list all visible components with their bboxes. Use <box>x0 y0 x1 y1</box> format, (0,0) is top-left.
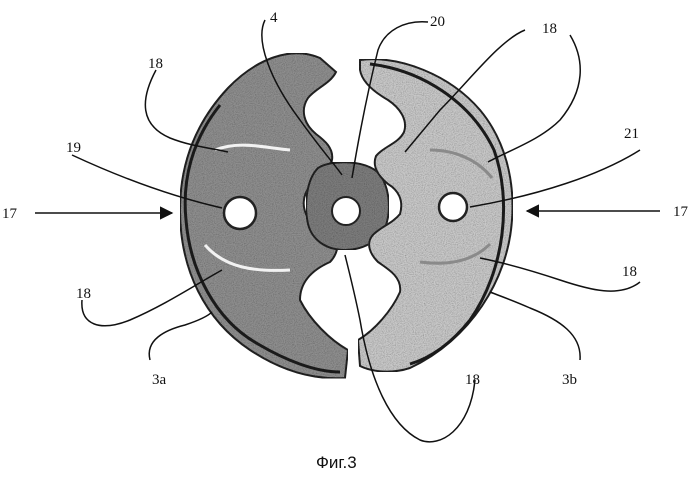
label-17-right: 17 <box>673 204 689 220</box>
leader-3a <box>149 312 212 360</box>
leader-3b <box>490 292 580 360</box>
figure-caption: Фиг.3 <box>316 453 357 472</box>
label-18-mid-left: 18 <box>76 286 91 302</box>
label-20: 20 <box>430 14 445 30</box>
leader-18-mid-right <box>480 258 640 291</box>
label-18-bottom: 18 <box>465 372 480 388</box>
label-17-left: 17 <box>2 206 18 222</box>
left-hole <box>224 197 256 229</box>
label-3b: 3b <box>562 372 577 388</box>
label-3a: 3a <box>152 372 167 388</box>
label-21: 21 <box>624 126 639 142</box>
central-hub-hole <box>332 197 360 225</box>
label-19: 19 <box>66 140 81 156</box>
label-18-top-right: 18 <box>542 21 557 37</box>
leader-18-top-right-2 <box>488 35 580 162</box>
right-hole <box>439 193 467 221</box>
label-18-mid-right: 18 <box>622 264 637 280</box>
label-4: 4 <box>270 10 278 26</box>
label-18-top-left: 18 <box>148 56 163 72</box>
